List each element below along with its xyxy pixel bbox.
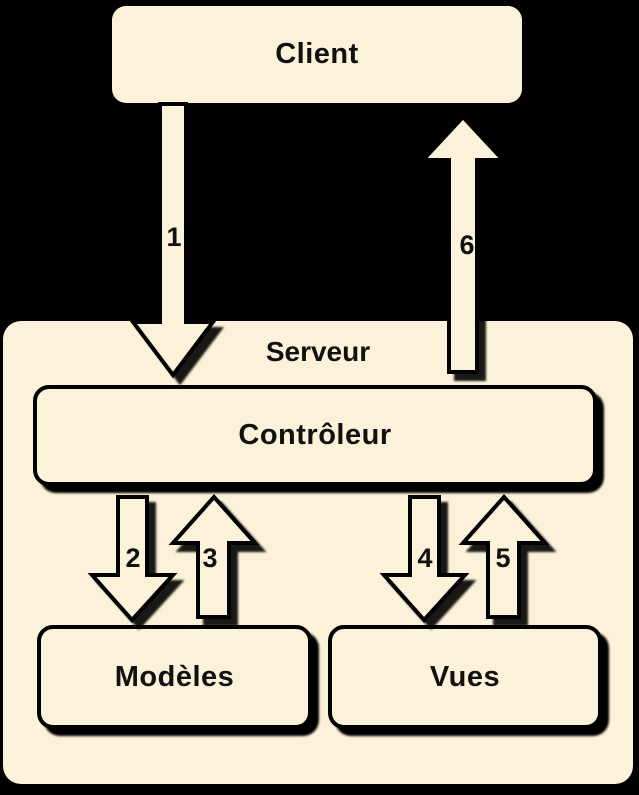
- node-vues-label: Vues: [429, 660, 501, 693]
- arrow-1-label: 1: [166, 222, 181, 252]
- node-client: Client: [112, 6, 522, 103]
- node-controleur: Contrôleur: [33, 385, 597, 486]
- node-client-label: Client: [275, 38, 359, 70]
- node-modeles: Modèles: [37, 625, 312, 729]
- node-modeles-label: Modèles: [114, 660, 235, 693]
- node-controleur-label: Contrôleur: [238, 419, 392, 451]
- arrow-6-label: 6: [459, 230, 474, 260]
- node-serveur-label: Serveur: [265, 336, 371, 367]
- node-vues: Vues: [328, 625, 602, 729]
